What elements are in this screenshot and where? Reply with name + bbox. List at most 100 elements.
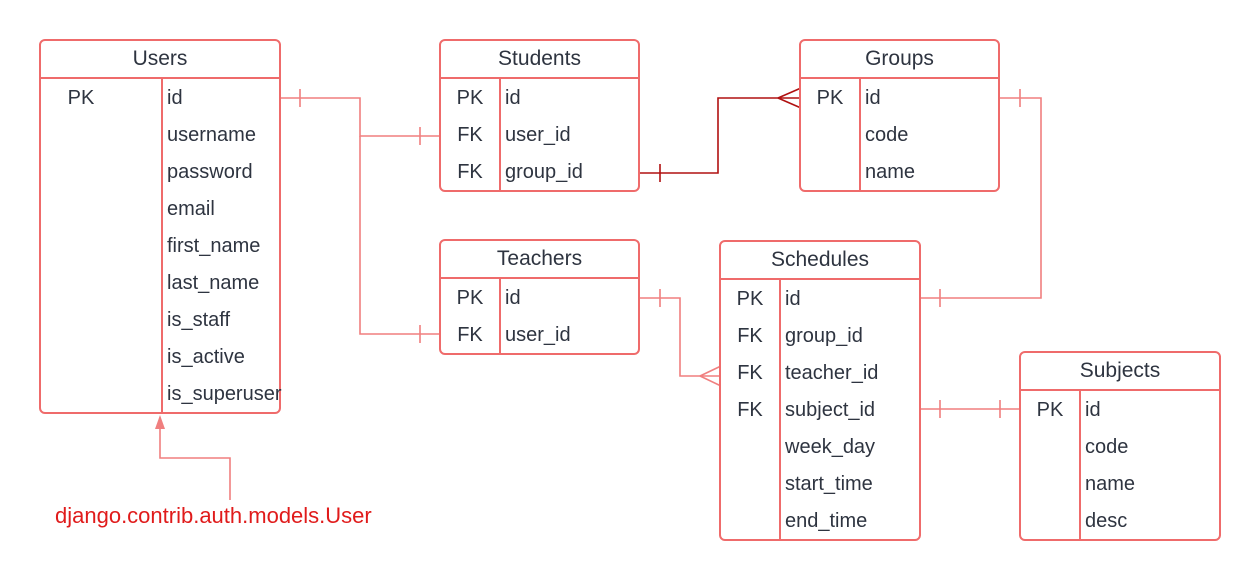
field-name: name xyxy=(865,161,916,183)
field-row: FK subject_id xyxy=(721,392,919,429)
field-row: PK id xyxy=(1021,392,1219,429)
entity-users[interactable]: Users PK id username password email first_nam… xyxy=(39,39,282,414)
field-name: group_id xyxy=(785,325,863,347)
entity-title: Groups xyxy=(801,41,998,79)
field-name: password xyxy=(167,161,253,183)
field-row: password xyxy=(41,154,279,191)
field-row: PK id xyxy=(41,80,279,117)
key-label: PK xyxy=(816,87,844,109)
key-label: FK xyxy=(737,325,763,347)
field-row: week_day xyxy=(721,429,919,466)
field-name: user_id xyxy=(505,124,571,146)
field-row: end_time xyxy=(721,503,919,540)
key-label: PK xyxy=(1036,399,1064,421)
note-django-user: django.contrib.auth.models.User xyxy=(55,503,372,528)
field-row: PK id xyxy=(721,281,919,318)
key-label: FK xyxy=(457,324,483,346)
field-row: FK user_id xyxy=(441,317,638,354)
key-label: FK xyxy=(737,399,763,421)
field-row: code xyxy=(801,117,998,154)
key-label: FK xyxy=(457,161,483,183)
field-name: email xyxy=(167,198,215,220)
field-row: last_name xyxy=(41,265,279,302)
connector-students-groups xyxy=(639,87,802,182)
field-row: name xyxy=(1021,466,1219,503)
field-name: first_name xyxy=(167,235,261,257)
field-name: id xyxy=(505,87,521,109)
field-name: id xyxy=(1085,399,1101,421)
key-label: PK xyxy=(456,287,484,309)
field-row: FK group_id xyxy=(441,154,638,191)
entity-title: Students xyxy=(441,41,638,79)
field-name: is_active xyxy=(167,346,245,368)
field-row: FK user_id xyxy=(441,117,638,154)
key-label: FK xyxy=(737,362,763,384)
field-row: FK group_id xyxy=(721,318,919,355)
field-name: subject_id xyxy=(785,399,876,421)
field-row: is_superuser xyxy=(41,376,282,413)
field-row: desc xyxy=(1021,503,1219,540)
entity-groups[interactable]: Groups PK id code name xyxy=(799,39,1000,192)
field-name: last_name xyxy=(167,272,260,294)
entity-title: Users xyxy=(41,41,279,79)
column-divider xyxy=(779,280,781,540)
field-name: id xyxy=(785,288,801,310)
field-name: code xyxy=(1085,436,1129,458)
field-name: code xyxy=(865,124,909,146)
arrowhead-icon xyxy=(155,415,165,429)
field-row: first_name xyxy=(41,228,279,265)
field-name: start_time xyxy=(785,473,873,495)
field-row: is_active xyxy=(41,339,279,376)
field-name: is_superuser xyxy=(167,383,282,405)
field-name: teacher_id xyxy=(785,362,879,384)
field-name: end_time xyxy=(785,510,868,532)
field-name: user_id xyxy=(505,324,571,346)
entity-subjects[interactable]: Subjects PK id code name desc xyxy=(1019,351,1221,541)
key-label: FK xyxy=(457,124,483,146)
field-row: PK id xyxy=(801,80,998,117)
connector-teachers-schedules xyxy=(639,289,722,387)
field-row: FK teacher_id xyxy=(721,355,919,392)
field-row: email xyxy=(41,191,279,228)
entity-title: Schedules xyxy=(721,242,919,280)
connector-users-teachers xyxy=(359,136,441,343)
field-row: PK id xyxy=(441,280,638,317)
column-divider xyxy=(499,279,501,354)
entity-title: Teachers xyxy=(441,241,638,279)
field-row: username xyxy=(41,117,279,154)
field-name: name xyxy=(1085,473,1136,495)
connector-note-users xyxy=(159,428,231,500)
column-divider xyxy=(499,79,501,191)
connector-schedules-subjects xyxy=(919,400,1021,418)
field-name: is_staff xyxy=(167,309,230,331)
field-name: id xyxy=(865,87,881,109)
entity-body: PK id username password email first_name last_… xyxy=(41,79,282,413)
field-name: id xyxy=(505,287,521,309)
field-name: id xyxy=(167,87,183,109)
connector-users-students xyxy=(281,89,441,145)
field-row: is_staff xyxy=(41,302,279,339)
field-name: username xyxy=(167,124,256,146)
key-label: PK xyxy=(456,87,484,109)
field-row: code xyxy=(1021,429,1219,466)
column-divider xyxy=(161,79,163,413)
column-divider xyxy=(1079,391,1081,540)
field-row: start_time xyxy=(721,466,919,503)
entity-body: PK id code name xyxy=(801,79,998,191)
field-name: week_day xyxy=(785,436,876,458)
column-divider xyxy=(859,79,861,191)
key-label: PK xyxy=(736,288,764,310)
connector-groups-schedules xyxy=(919,89,1042,307)
field-name: group_id xyxy=(505,161,583,183)
key-label: PK xyxy=(67,87,95,109)
entity-title: Subjects xyxy=(1021,353,1219,391)
field-row: PK id xyxy=(441,80,638,117)
field-row: name xyxy=(801,154,998,191)
